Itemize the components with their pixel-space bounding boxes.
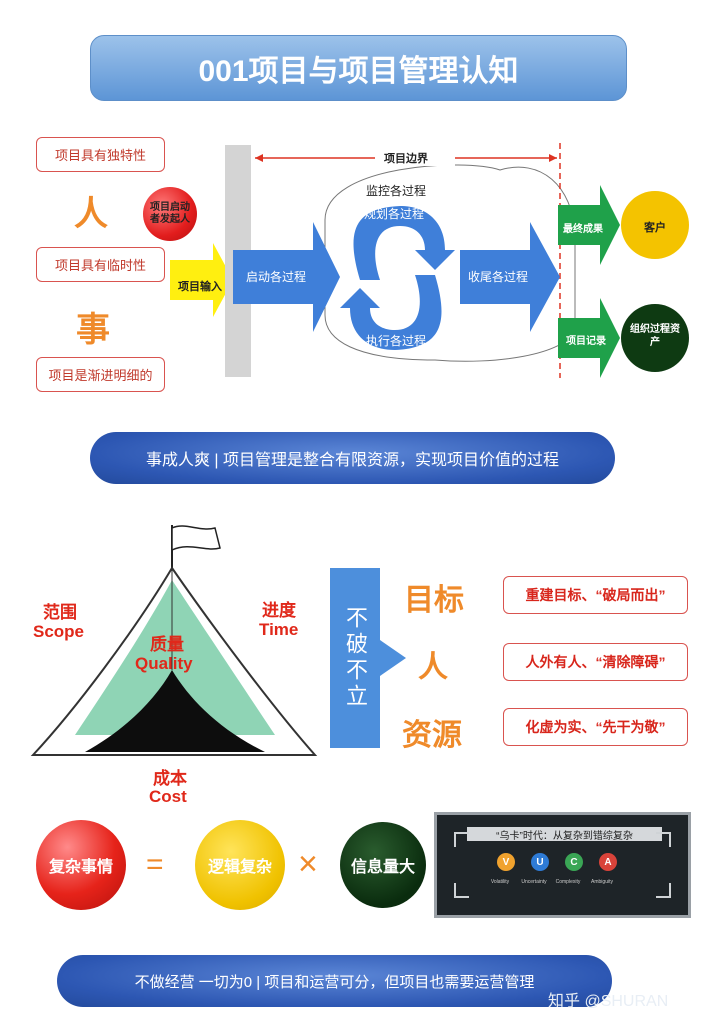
- vuca-words: Volatility Uncertainty Complexity Ambigu…: [485, 879, 617, 885]
- scope-en: Scope: [33, 622, 85, 641]
- feature-box-temporary: 项目具有临时性: [36, 247, 165, 282]
- start-arrow-shape: [233, 222, 340, 332]
- start-process-label: 启动各过程: [246, 270, 307, 284]
- record-arrow-shape: [558, 298, 620, 378]
- vuca-word-a: Ambiguity: [591, 879, 613, 885]
- action-box-goal: 重建目标、“破局而出”: [503, 576, 688, 614]
- feature-box-unique: 项目具有独特性: [36, 137, 165, 172]
- vuca-title: “乌卡”时代：从复杂到错综复杂: [467, 827, 662, 842]
- time-en: Time: [259, 620, 299, 639]
- result-arrow-shape: [558, 185, 620, 265]
- complex-circle: 复杂事情: [36, 820, 126, 910]
- info-circle: 信息量大: [340, 822, 426, 908]
- feature-box-progressive: 项目是渐进明细的: [36, 357, 165, 392]
- summary-banner-2: 不做经营 一切为0 | 项目和运营可分，但项目也需要运营管理: [57, 955, 612, 1007]
- summary-banner-1: 事成人爽 | 项目管理是整合有限资源，实现项目价值的过程: [90, 432, 615, 484]
- vuca-c: C: [565, 853, 583, 871]
- customer-circle: [621, 191, 689, 259]
- vuca-letters: V U C A: [497, 853, 617, 871]
- monitor-process-label: 监控各过程: [366, 184, 427, 198]
- vuca-word-c: Complexity: [555, 879, 581, 885]
- page-title: 001项目与项目管理认知: [90, 35, 627, 101]
- vuca-corner-arrows: [454, 832, 671, 898]
- logic-circle: 逻辑复杂: [195, 820, 285, 910]
- close-process-label: 收尾各过程: [468, 270, 529, 284]
- vuca-word-v: Volatility: [490, 879, 510, 885]
- watermark: 知乎 @SHURAN: [548, 993, 669, 1010]
- vuca-word-u: Uncertainty: [521, 879, 547, 885]
- quality-en: Quality: [135, 654, 193, 673]
- vuca-v: V: [497, 853, 515, 871]
- boundary-label: 项目边界: [384, 153, 428, 165]
- process-diagram: [170, 143, 689, 378]
- cycle-arrow-bottom: [340, 275, 442, 350]
- vuca-u: U: [531, 853, 549, 871]
- cost-cn: 成本: [153, 769, 187, 788]
- resource-word: 资源: [402, 719, 462, 752]
- final-result-label: 最终成果: [563, 224, 603, 235]
- action-box-resource: 化虚为实、“先干为敬”: [503, 708, 688, 746]
- thing-char: 事: [76, 311, 110, 349]
- people-word: 人: [418, 651, 448, 684]
- input-label: 项目输入: [178, 281, 222, 293]
- quality-cn: 质量: [150, 635, 184, 654]
- vuca-panel: “乌卡”时代：从复杂到错综复杂 V U C A Volatility Uncer…: [434, 812, 691, 918]
- cost-en: Cost: [149, 787, 187, 806]
- cost-area: [85, 670, 265, 752]
- initiator-circle: 项目启动者发起人: [143, 187, 197, 241]
- initiator-label: 项目启动者发起人: [150, 202, 190, 225]
- cycle-arrow-top: [353, 206, 455, 280]
- input-arrow-shape: [170, 243, 233, 317]
- close-arrow-shape: [460, 222, 560, 332]
- quality-area: [75, 580, 275, 735]
- times-sign: ×: [298, 845, 318, 883]
- info-label: 信息量大: [350, 859, 415, 876]
- complex-label: 复杂事情: [48, 859, 113, 876]
- goal-word: 目标: [404, 584, 464, 617]
- customer-label: 客户: [644, 222, 666, 234]
- logic-label: 逻辑复杂: [207, 859, 272, 876]
- scope-cn: 范围: [43, 603, 77, 622]
- execute-process-label: 执行各过程: [366, 334, 427, 348]
- org-assets-label: 组织过程资产: [630, 324, 680, 348]
- vuca-a: A: [599, 853, 617, 871]
- time-cn: 进度: [262, 601, 296, 620]
- breakthrough-box: 不破不立: [330, 568, 380, 748]
- person-char: 人: [74, 195, 108, 233]
- org-assets-circle: [621, 304, 689, 372]
- plan-process-label: 规划各过程: [364, 207, 425, 221]
- action-box-people: 人外有人、“清除障碍”: [503, 643, 688, 681]
- flag-shape: [171, 525, 221, 552]
- tent-diagram: [30, 525, 318, 756]
- project-record-label: 项目记录: [566, 336, 606, 347]
- equals-sign: =: [146, 848, 164, 881]
- right-arrow-icon: [380, 640, 406, 676]
